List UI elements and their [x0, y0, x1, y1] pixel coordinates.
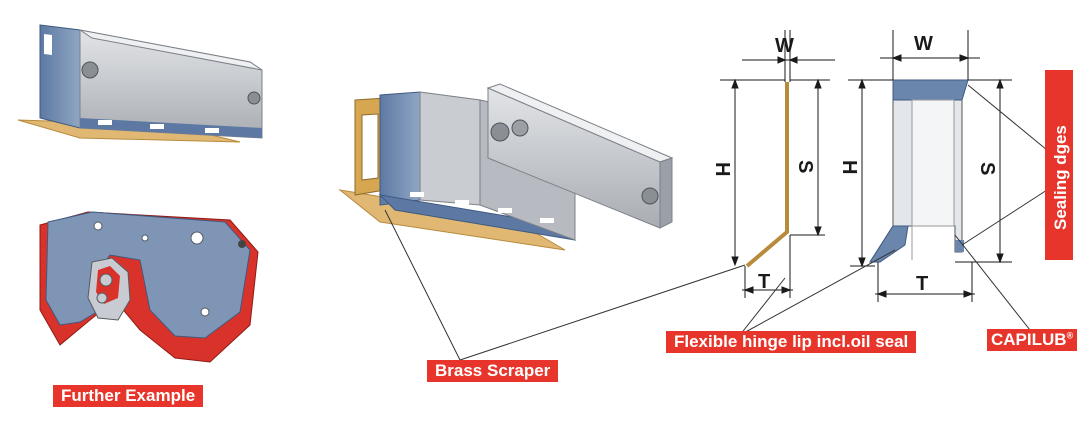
- dim-w-right: W: [914, 33, 933, 55]
- section-leaders: [739, 84, 1048, 336]
- further-example-label: Further Example: [53, 385, 204, 407]
- dim-h-right: H: [838, 160, 860, 174]
- flexible-hinge-lip-label: Flexible hinge lip incl.oil seal: [666, 331, 917, 353]
- further-example-block: [39, 211, 259, 363]
- small-scraper-assembly: [17, 24, 263, 143]
- dim-s-left: S: [794, 160, 816, 173]
- dim-t-left: T: [758, 271, 770, 293]
- sealing-edges-label: Sealing dges: [1051, 125, 1070, 230]
- center-scraper-assembly: [338, 83, 674, 251]
- brass-leader-1: [384, 209, 461, 361]
- brass-scraper-label: Brass Scraper: [427, 360, 559, 382]
- scraper-cross-section: [869, 79, 969, 263]
- sealing-edges-label-bg: [1045, 70, 1073, 260]
- dim-s-right: S: [976, 162, 998, 175]
- dim-w-left: W: [775, 35, 794, 57]
- dim-t-right: T: [916, 273, 928, 295]
- section-dimensions: [848, 30, 1012, 302]
- brass-lip-profile: [745, 82, 789, 268]
- capilub-text: CAPILUB: [991, 330, 1067, 349]
- brass-leader-2: [459, 264, 746, 361]
- lip-cross-section: [720, 30, 835, 298]
- capilub-label: CAPILUB®: [987, 329, 1078, 351]
- registered-mark: ®: [1066, 330, 1074, 341]
- dim-h-left: H: [711, 162, 733, 176]
